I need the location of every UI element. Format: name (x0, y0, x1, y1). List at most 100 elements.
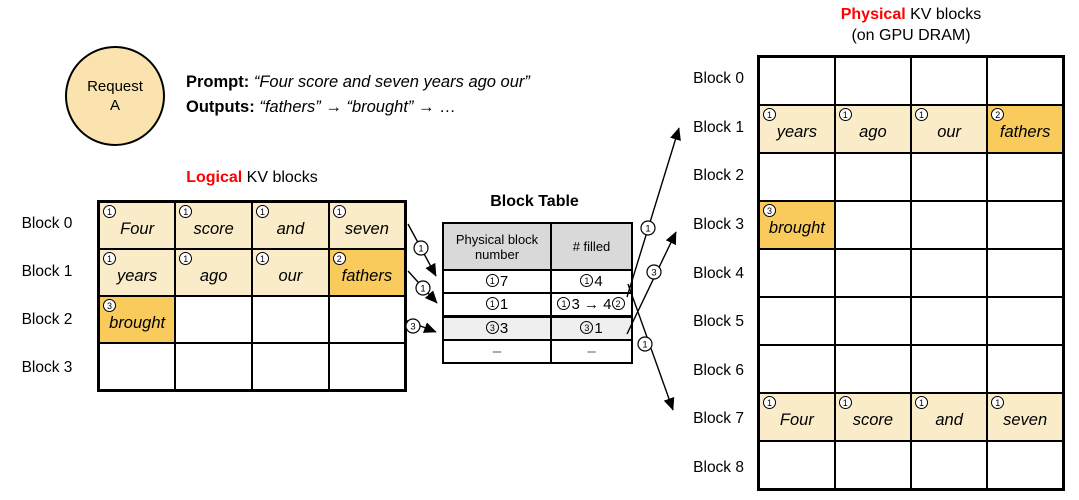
outputs-tokens: “fathers” → “brought” → … (259, 98, 455, 116)
physical-cell-r2c2 (909, 152, 989, 202)
physical-label-block-8: Block 8 (693, 458, 744, 476)
token-word: brought (768, 219, 825, 237)
token-word: Four (779, 411, 814, 429)
physical-cell-r0c2 (909, 55, 989, 106)
block-table-value: 3 (499, 320, 509, 337)
physical-cell-r0c1 (833, 55, 913, 106)
version-badge: 1 (256, 205, 269, 218)
version-badge: 1 (179, 205, 193, 218)
physical-cell-r0c0 (757, 55, 836, 106)
block-table-title: Block Table (490, 193, 579, 210)
physical-kv-title: Physical KV blocks (on GPU DRAM) (757, 4, 1065, 46)
physical-cell-r4c1 (833, 248, 913, 298)
request-node: Request A (65, 46, 165, 146)
version-badge: 3 (580, 321, 594, 334)
outputs-label: Outputs: (186, 98, 255, 116)
physical-cell-r2c0 (757, 152, 836, 202)
block-table-value: 7 (499, 273, 509, 290)
logical-cell-r0c2: 1 and (251, 200, 330, 250)
physical-cell-r6c3 (986, 344, 1065, 394)
version-badge: 1 (485, 274, 499, 287)
physical-cell-r4c3 (986, 248, 1065, 298)
output-token: “brought” (346, 98, 414, 116)
physical-title-highlight: Physical (840, 6, 906, 23)
token-word: seven (344, 219, 389, 238)
arrow-version-badge-digit: 1 (418, 243, 423, 254)
physical-cell-r3c2 (909, 200, 989, 250)
version-badge: 1 (915, 396, 928, 409)
logical-title-highlight: Logical (186, 169, 243, 186)
physical-title-rest: KV blocks (905, 6, 982, 23)
physical-cell-r1c3: 2 fathers (986, 104, 1065, 154)
block-table-cell-r3c0: – (442, 339, 552, 364)
logical-label-block-1: Block 1 (21, 263, 73, 280)
version-badge: 3 (763, 204, 776, 217)
physical-cell-r8c3 (986, 440, 1065, 491)
version-badge: 2 (611, 297, 625, 310)
physical-cell-r5c1 (833, 296, 913, 346)
logical-cell-r3c1 (174, 342, 253, 392)
token-word: and (935, 411, 963, 429)
logical-cell-r3c0 (97, 342, 177, 392)
request-label-line1: Request (87, 78, 143, 95)
arrow-version-badge-circle (405, 318, 421, 334)
block-table-header: # filled (550, 222, 633, 271)
physical-label-block-5: Block 5 (693, 313, 744, 331)
logical-cell-r2c2 (251, 295, 330, 344)
mapping-arrow (407, 270, 438, 304)
version-badge: 1 (838, 396, 852, 409)
token-word: score (193, 219, 234, 238)
token-word: ago (199, 266, 228, 285)
token-word: our (278, 266, 303, 285)
logical-label-block-3: Block 3 (21, 359, 73, 376)
token-word: fathers (999, 123, 1051, 141)
physical-cell-r5c0 (757, 296, 836, 346)
version-badge: 1 (838, 108, 852, 121)
physical-cell-r4c0 (757, 248, 836, 298)
version-badge: 1 (991, 396, 1005, 409)
logical-title-rest: KV blocks (242, 169, 318, 186)
logical-label-block-2: Block 2 (21, 311, 73, 328)
logical-cell-r2c3 (327, 295, 407, 344)
version-badge: 2 (991, 108, 1005, 121)
output-token: → (418, 98, 435, 116)
mapping-arrow (407, 223, 437, 277)
request-label-line2: A (109, 97, 120, 114)
version-badge: 3 (103, 299, 116, 312)
version-badge: 1 (332, 205, 346, 218)
block-table-value: – (587, 343, 596, 360)
physical-cell-r0c3 (986, 55, 1065, 106)
physical-cell-r6c2 (909, 344, 989, 394)
version-badge: 1 (557, 297, 571, 310)
block-table-value: – (492, 343, 502, 360)
logical-cell-r3c2 (251, 342, 330, 392)
version-badge: 1 (256, 252, 269, 265)
physical-cell-r5c2 (909, 296, 989, 346)
physical-cell-r8c0 (757, 440, 836, 491)
output-token: “fathers” (259, 98, 321, 116)
physical-cell-r4c2 (909, 248, 989, 298)
physical-label-block-0: Block 0 (693, 70, 744, 88)
physical-cell-r3c0: 3 brought (757, 200, 836, 250)
token-word: years (116, 266, 158, 285)
token-word: and (276, 219, 305, 238)
logical-cell-r3c3 (327, 342, 407, 392)
token-word: our (937, 123, 962, 141)
logical-kv-title: Logical KV blocks (97, 169, 407, 187)
